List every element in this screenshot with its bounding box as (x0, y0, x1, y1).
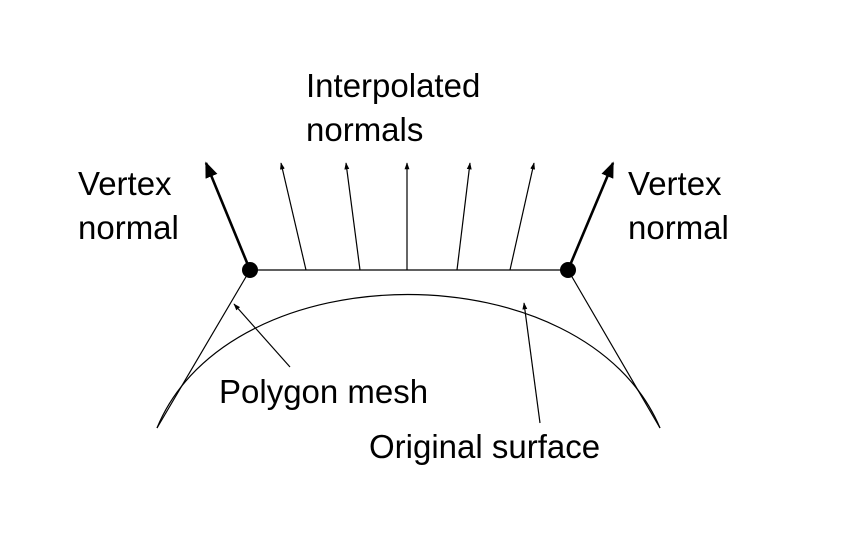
vertex-normal-label-left-line1: Vertex (78, 165, 172, 202)
polygon-mesh-right-edge (567, 269, 661, 429)
interpolated-normals-label-line2: normals (306, 111, 424, 148)
vertex-normal-label-left-line2: normal (78, 209, 179, 246)
vertex-dot-right (560, 262, 576, 278)
interpolated-normals-label-line1: Interpolated (306, 67, 481, 104)
original-surface-label: Original surface (369, 428, 601, 465)
interpolated-normal-arrow-1 (280, 162, 307, 271)
polygon-mesh-label: Polygon mesh (219, 373, 429, 410)
vertex-normal-arrow-left (204, 161, 252, 271)
vertex-normal-arrow-right (566, 161, 615, 271)
vertex-normal-label-right: Vertex normal (628, 162, 729, 250)
polygon-mesh-pointer-arrow (233, 303, 291, 368)
vertex-normal-label-right-line1: Vertex (628, 165, 722, 202)
interpolated-normal-arrow-5 (509, 162, 536, 271)
interpolated-normals-label: Interpolated normals (306, 64, 480, 152)
interpolated-normal-arrow-2 (344, 162, 361, 271)
vertex-dot-left (242, 262, 258, 278)
polygon-mesh-left-edge (156, 269, 251, 429)
original-surface-pointer-arrow (522, 302, 541, 424)
vertex-normal-label-left: Vertex normal (78, 162, 179, 250)
vertex-normal-label-right-line2: normal (628, 209, 729, 246)
interpolated-normal-arrow-4 (456, 162, 472, 271)
original-surface-curve (156, 293, 661, 429)
